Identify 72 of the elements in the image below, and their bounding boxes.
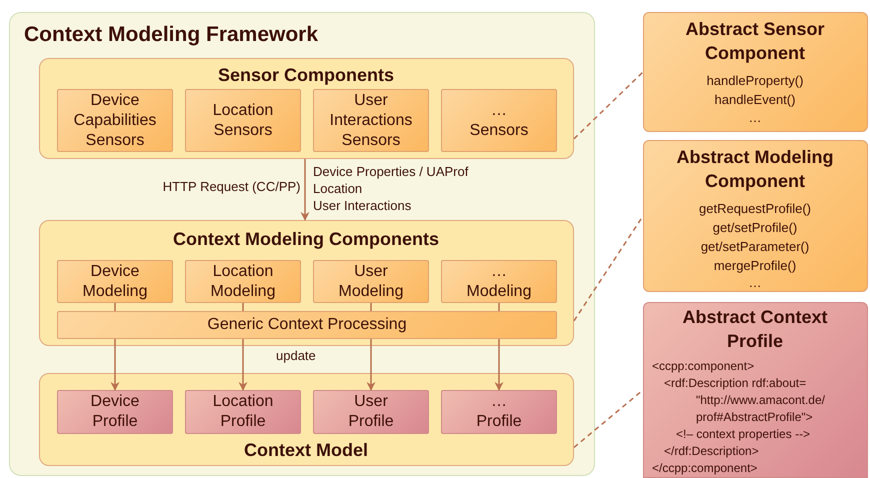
arrow (300, 159, 310, 221)
arrow (366, 339, 376, 391)
box-label: Device Capabilities Sensors (74, 90, 156, 150)
leader-line (574, 389, 644, 448)
box-label: … Modeling (466, 262, 532, 302)
arrow (110, 339, 120, 391)
code-line: "http://www.amacont.de/ (696, 393, 826, 407)
method-name: … (748, 110, 762, 125)
method-name: get/setProfile() (712, 220, 798, 235)
box-label: Location Sensors (212, 100, 274, 140)
method-name: handleProperty() (706, 73, 804, 88)
box-label: Generic Context Processing (206, 315, 408, 335)
modeling-box (441, 260, 557, 303)
heading: Context Modeling Components (172, 228, 440, 251)
connector-line (242, 303, 244, 311)
code-line: </rdf:Description> (664, 444, 760, 458)
connector-line (114, 303, 116, 311)
leader-line (573, 71, 644, 140)
method-name: … (748, 275, 762, 290)
code-line: </ccpp:component> (652, 461, 758, 475)
group-panel (39, 58, 574, 159)
code-line: <!– context properties --> (676, 427, 812, 441)
method-name: handleEvent() (714, 92, 796, 107)
box-label: User Modeling (338, 262, 404, 302)
profile-box (313, 390, 429, 434)
profile-card (643, 302, 868, 478)
heading: Sensor Components (216, 64, 396, 87)
arrow (494, 339, 504, 391)
flow-label: update (276, 348, 316, 364)
connector-line (498, 303, 500, 311)
arrow (238, 339, 248, 391)
heading: Abstract Modeling Component (675, 146, 834, 193)
box-label: User Profile (348, 392, 394, 432)
leader-line (573, 216, 644, 322)
component-card (643, 12, 868, 132)
sensor-box (57, 89, 173, 152)
group-panel (39, 220, 574, 346)
group-panel (39, 373, 574, 466)
heading: Abstract Context Profile (681, 306, 829, 353)
modeling-box (57, 260, 173, 303)
box-label: Device Modeling (82, 262, 148, 302)
profile-box (441, 390, 557, 434)
flow-label: User Interactions (313, 198, 412, 214)
modeling-box (313, 260, 429, 303)
method-name: getRequestProfile() (698, 201, 812, 216)
code-line: <ccpp:component> (652, 359, 756, 373)
edge-label: HTTP Request (CC/PP) (162, 179, 300, 195)
sensor-box (313, 89, 429, 152)
profile-box (57, 390, 173, 434)
component-card (643, 140, 868, 292)
method-name: get/setParameter() (700, 239, 810, 254)
heading: Abstract Sensor Component (684, 18, 826, 65)
method-name: mergeProfile() (712, 258, 798, 273)
box-label: User Interactions Sensors (330, 90, 412, 150)
profile-box (185, 390, 301, 434)
heading: Context Model (243, 439, 369, 462)
modeling-box (185, 260, 301, 303)
box-label: Location Profile (212, 392, 274, 432)
box-label: Location Modeling (210, 262, 276, 302)
code-line: <rdf:Description rdf:about= (664, 376, 808, 390)
box-label: … Profile (476, 392, 522, 432)
box-label: … Sensors (470, 100, 528, 140)
framework-panel (9, 12, 595, 476)
heading: Context Modeling Framework (24, 23, 320, 47)
code-line: prof#AbstractProfile"> (696, 410, 814, 424)
flow-label: Location (313, 181, 362, 197)
flow-label: Device Properties / UAProf (313, 164, 468, 180)
box-label: Device Profile (90, 392, 140, 432)
sensor-box (185, 89, 301, 152)
sensor-box (441, 89, 557, 152)
processing-bar (57, 311, 557, 339)
connector-line (370, 303, 372, 311)
